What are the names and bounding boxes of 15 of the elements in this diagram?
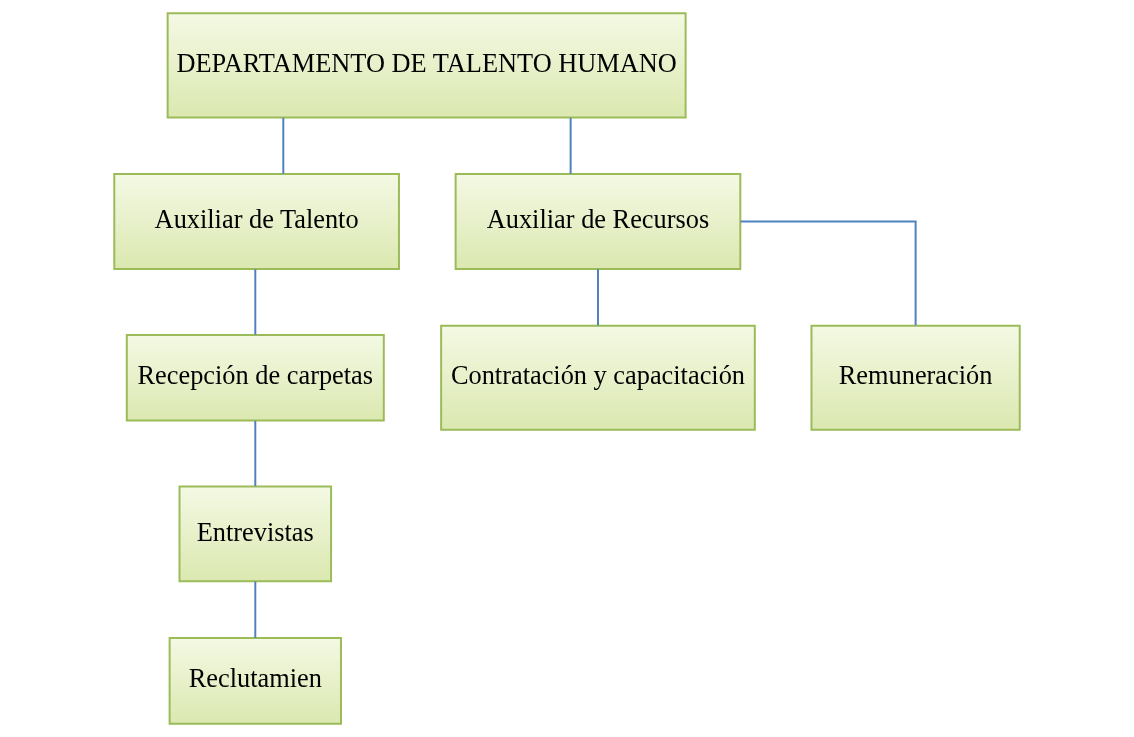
node-box: DEPARTAMENTO DE TALENTO HUMANO <box>166 12 687 119</box>
node-box: Reclutamien <box>168 637 342 725</box>
node-box: Contratación y capacitación <box>440 324 756 431</box>
node-box: Recepción de carpetas <box>125 333 385 422</box>
node-box: Auxiliar de Recursos <box>454 173 742 270</box>
connector <box>254 419 257 487</box>
connector <box>254 268 257 336</box>
connector <box>569 116 572 175</box>
connector <box>739 220 917 327</box>
node-box: Auxiliar de Talento <box>113 173 400 270</box>
node-box: Entrevistas <box>178 485 333 583</box>
connector <box>254 580 257 639</box>
node-box: Remuneración <box>810 324 1021 431</box>
connector <box>597 268 599 327</box>
connector <box>282 116 285 175</box>
